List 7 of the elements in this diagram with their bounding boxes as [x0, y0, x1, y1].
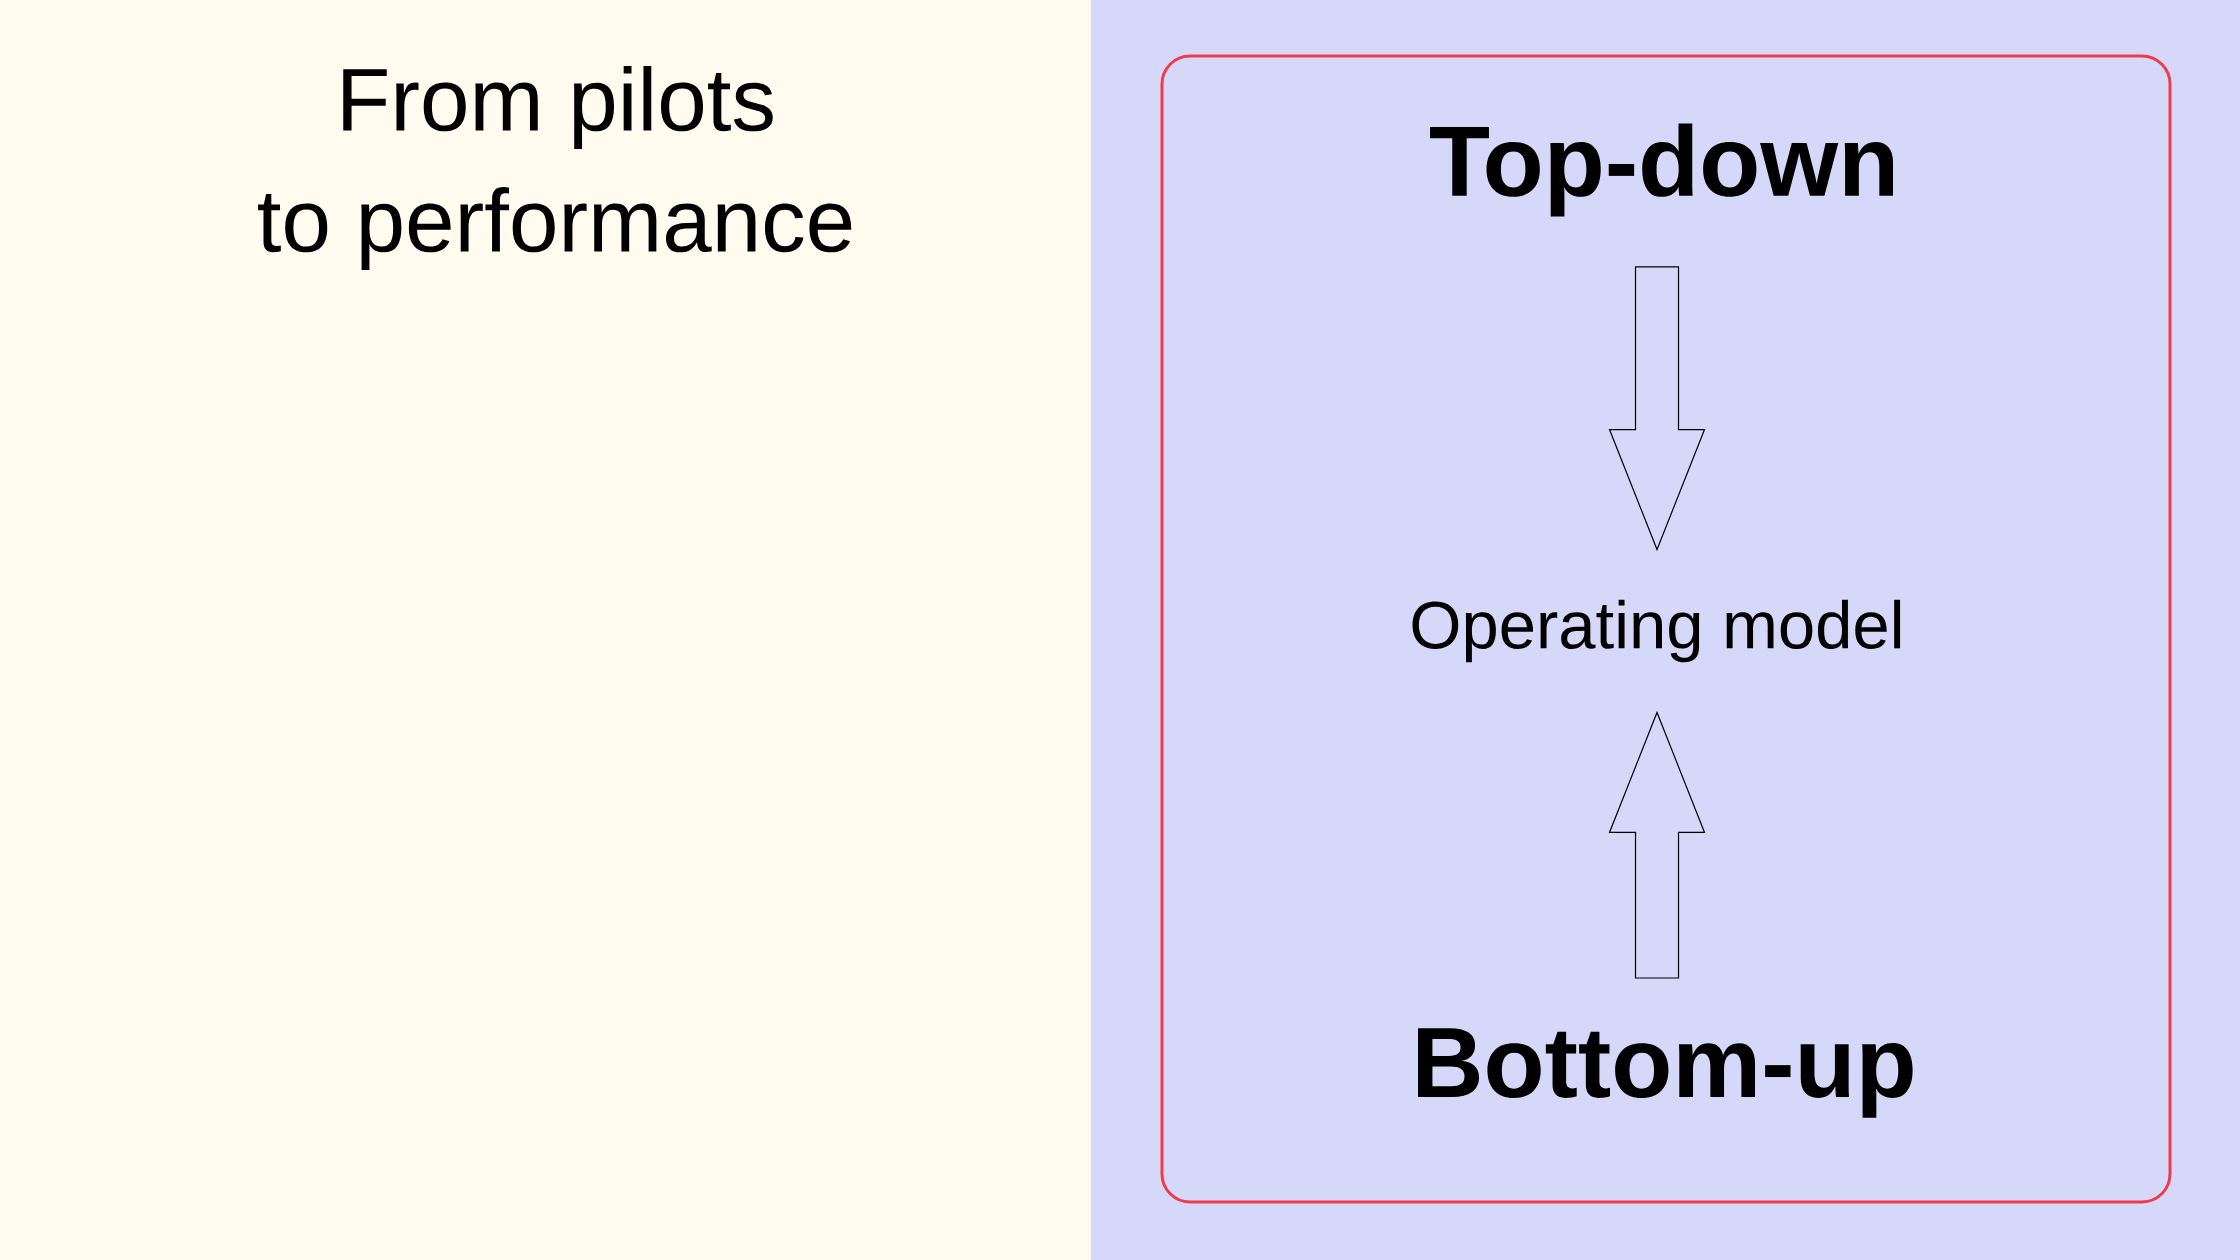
heading: Top-down	[1430, 123, 1893, 217]
title: From pilots to performance	[258, 66, 852, 270]
block-arrow	[1608, 710, 1706, 979]
heading: Bottom-up	[1418, 1028, 1913, 1118]
block-arrow	[1608, 266, 1706, 552]
node-label: Operating model	[1412, 599, 1901, 663]
outline-box	[1160, 54, 2172, 1204]
